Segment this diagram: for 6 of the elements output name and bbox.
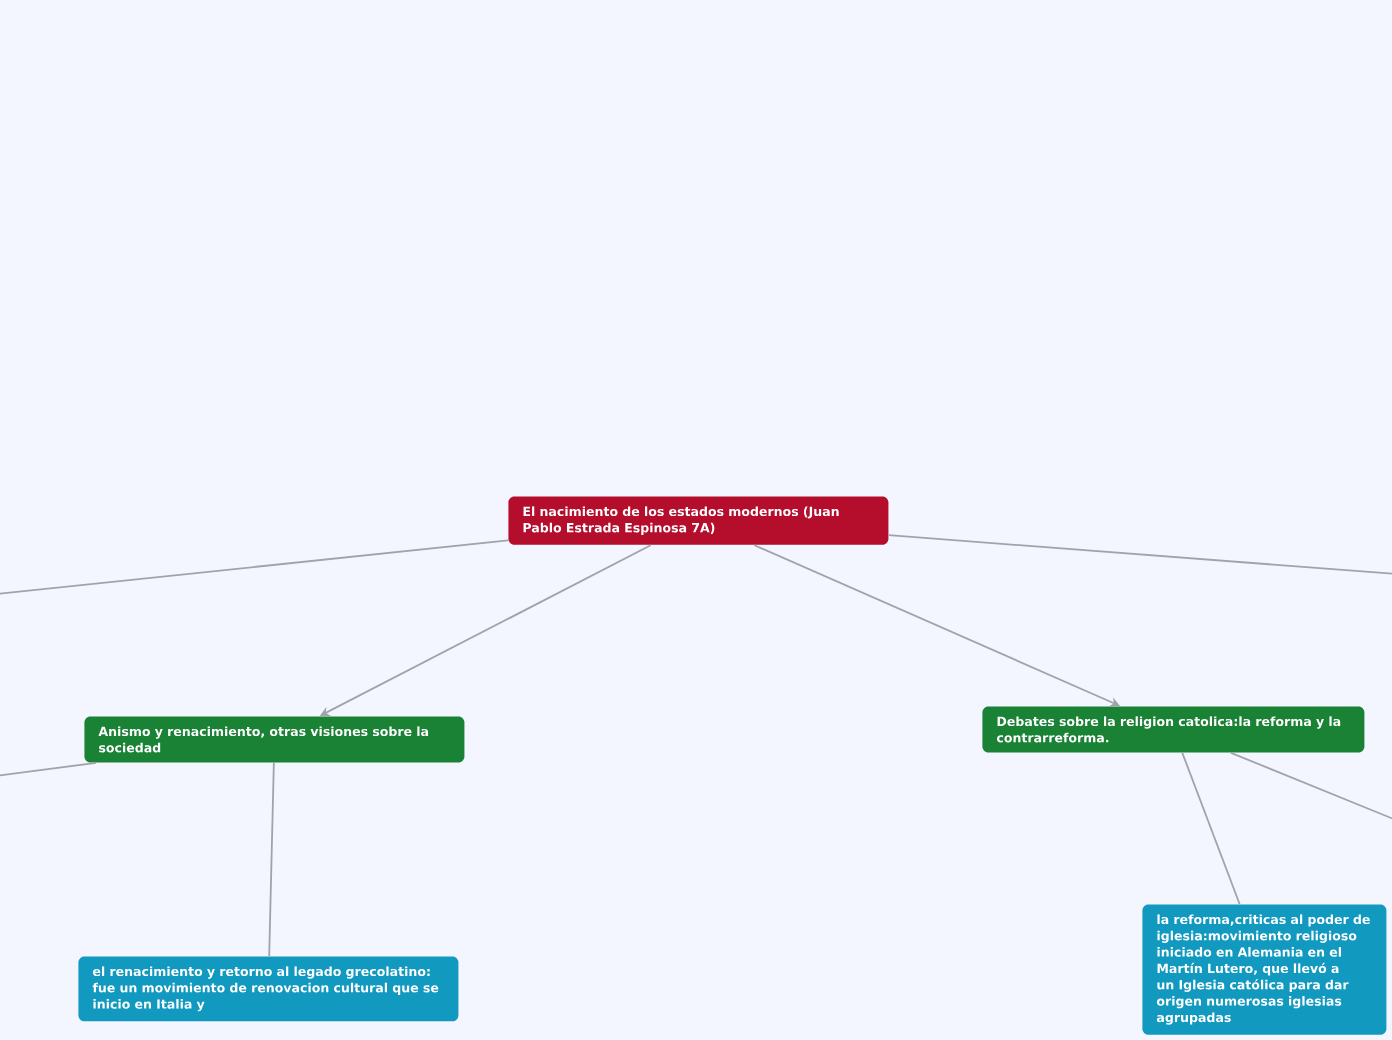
connector-line — [0, 761, 98, 777]
connector-line — [1181, 751, 1241, 905]
connector-line — [0, 539, 509, 595]
connector-line — [1230, 751, 1392, 821]
connector-line — [268, 761, 275, 957]
connector-line — [887, 534, 1392, 575]
